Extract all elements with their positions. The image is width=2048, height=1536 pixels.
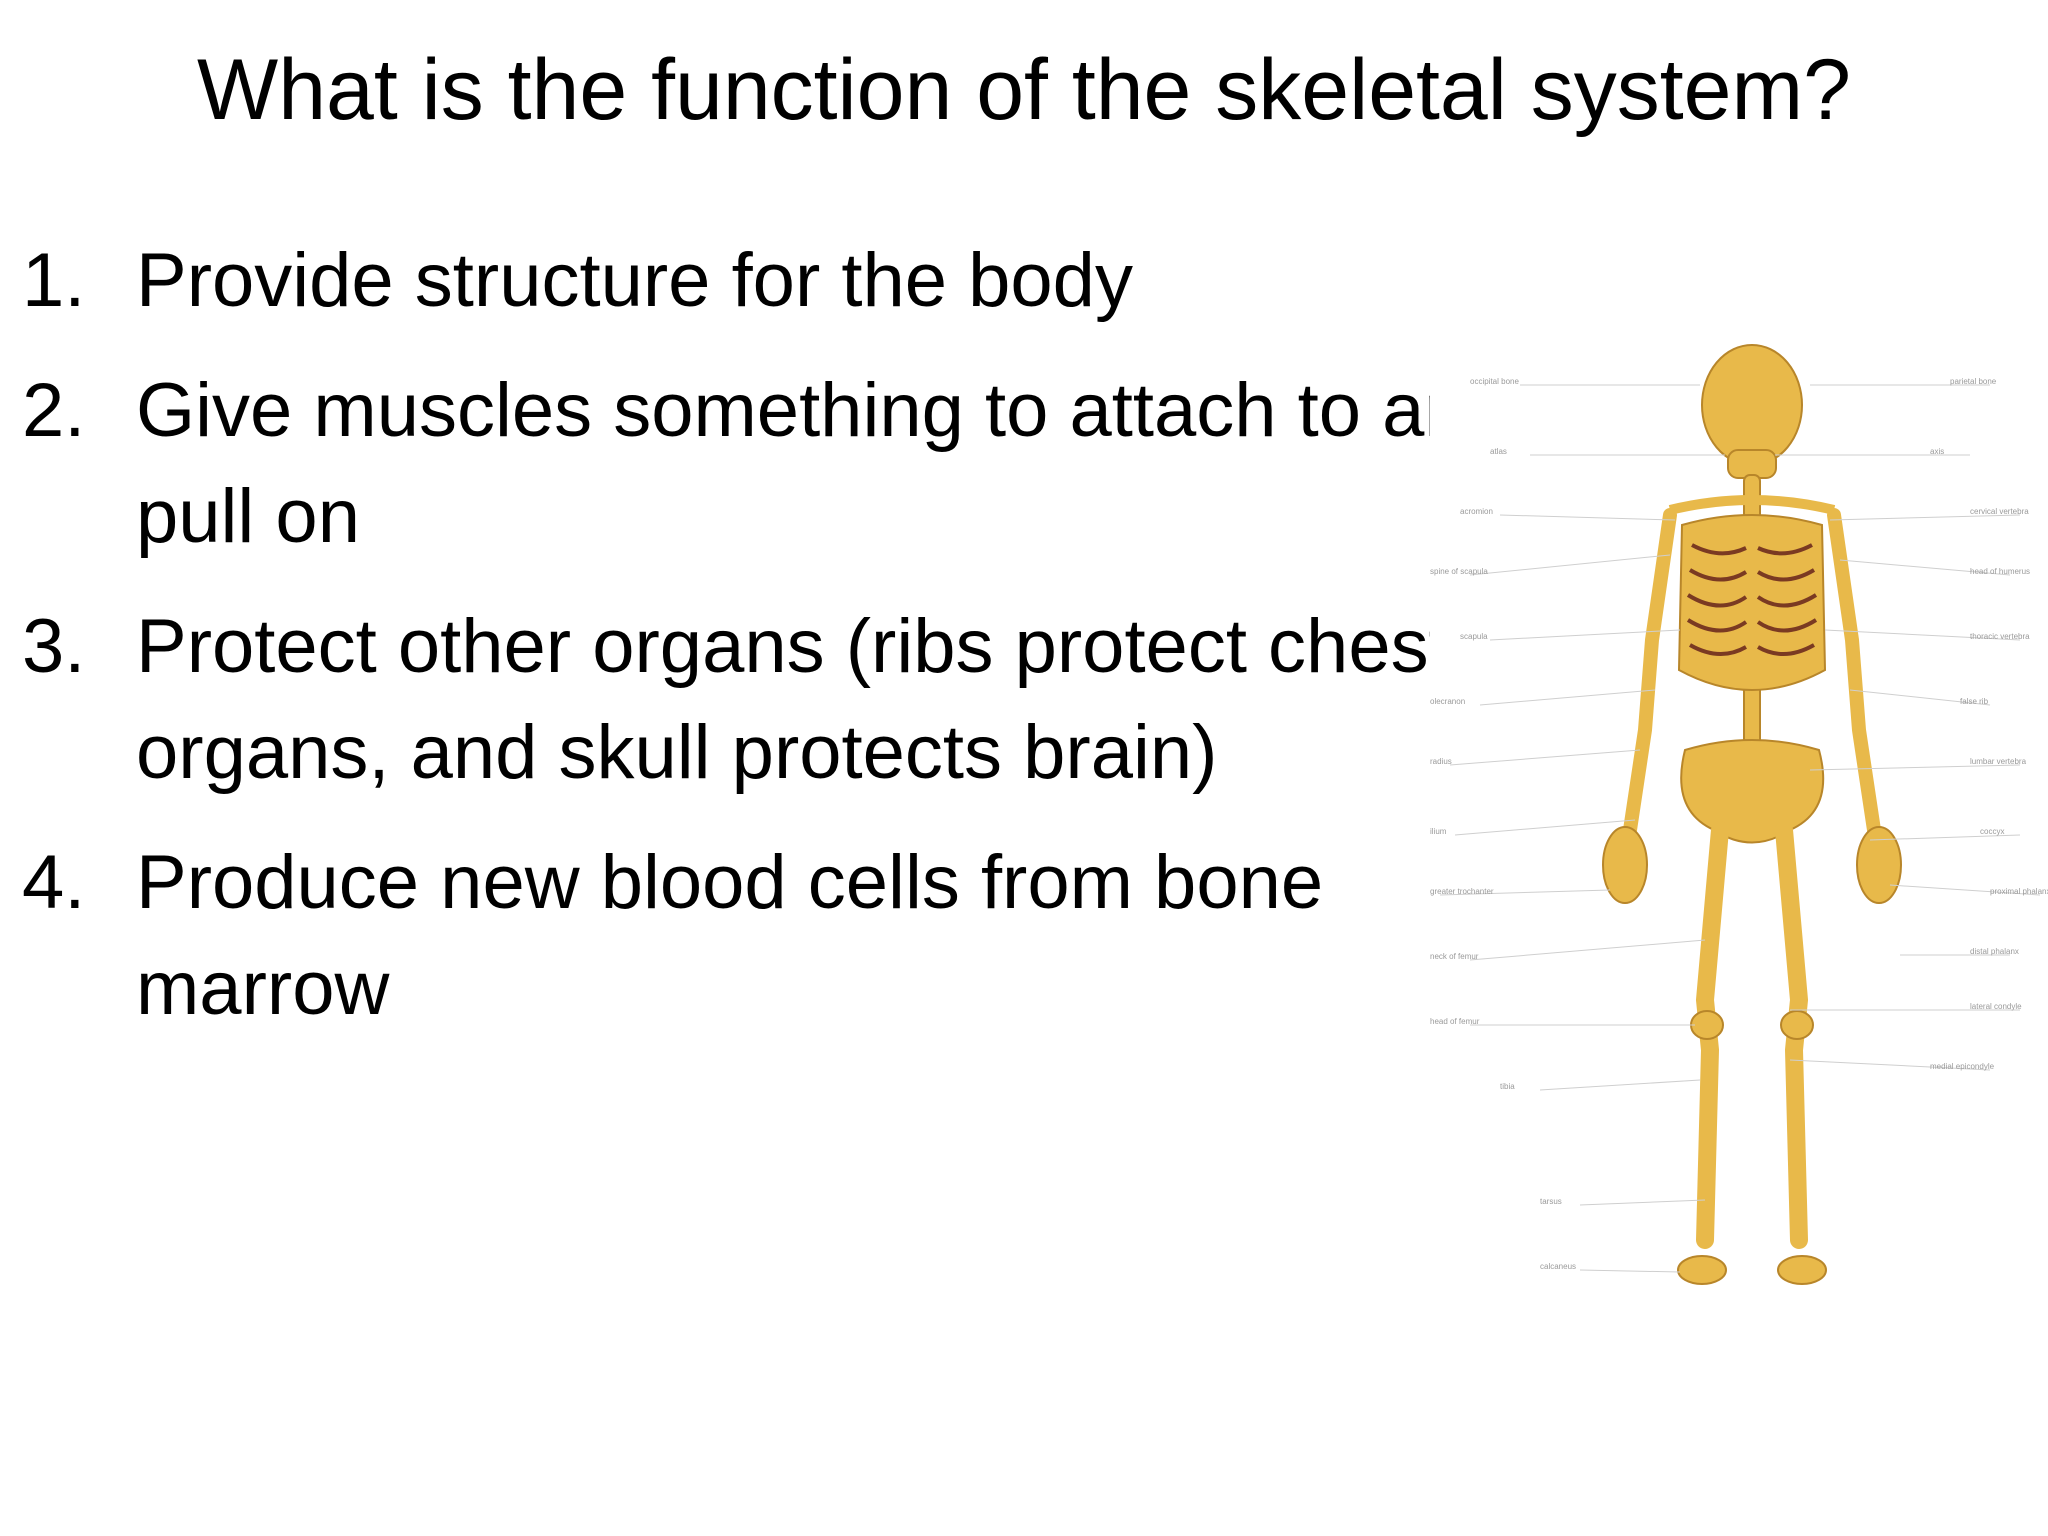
svg-text:lateral condyle: lateral condyle <box>1970 1002 2022 1011</box>
svg-text:head of femur: head of femur <box>1430 1017 1480 1026</box>
svg-text:radius: radius <box>1430 757 1452 766</box>
list-item-text: Protect other organs (ribs protect chest… <box>136 604 1450 795</box>
list-item-text: Provide structure for the body <box>136 238 1133 323</box>
svg-text:medial epicondyle: medial epicondyle <box>1930 1062 1995 1071</box>
list-item-number: 3. <box>22 604 86 689</box>
svg-text:occipital bone: occipital bone <box>1470 377 1519 386</box>
list-item: 1. Provide structure for the body <box>22 228 1542 334</box>
svg-text:cervical vertebra: cervical vertebra <box>1970 507 2029 516</box>
svg-text:proximal phalanx: proximal phalanx <box>1990 887 2048 896</box>
svg-text:acromion: acromion <box>1460 507 1493 516</box>
list-item-number: 2. <box>22 368 86 453</box>
svg-text:head of humerus: head of humerus <box>1970 567 2030 576</box>
list-item: 2. Give muscles something to attach to a… <box>22 358 1536 570</box>
slide-title: What is the function of the skeletal sys… <box>197 42 1851 138</box>
list-item-text: Give muscles something to attach to and … <box>136 368 1509 559</box>
svg-text:scapula: scapula <box>1460 632 1488 641</box>
svg-text:false rib: false rib <box>1960 697 1989 706</box>
svg-text:spine of scapula: spine of scapula <box>1430 567 1488 576</box>
svg-text:atlas: atlas <box>1490 447 1507 456</box>
list-item: 4. Produce new blood cells from bone mar… <box>22 830 1542 1042</box>
svg-text:calcaneus: calcaneus <box>1540 1262 1576 1271</box>
list-item-number: 4. <box>22 840 86 925</box>
svg-text:lumbar vertebra: lumbar vertebra <box>1970 757 2027 766</box>
svg-text:thoracic vertebra: thoracic vertebra <box>1970 632 2030 641</box>
svg-text:olecranon: olecranon <box>1430 697 1465 706</box>
svg-text:neck of femur: neck of femur <box>1430 952 1479 961</box>
svg-text:coccyx: coccyx <box>1980 827 2004 836</box>
svg-text:ilium: ilium <box>1430 827 1447 836</box>
list-item-text: Produce new blood cells from bone marrow <box>136 840 1324 1031</box>
bullet-list: 1. Provide structure for the body 2. Giv… <box>22 228 1542 1066</box>
svg-text:parietal bone: parietal bone <box>1950 377 1997 386</box>
svg-text:tarsus: tarsus <box>1540 1197 1562 1206</box>
svg-text:greater trochanter: greater trochanter <box>1430 887 1494 896</box>
svg-text:distal phalanx: distal phalanx <box>1970 947 2019 956</box>
skeleton-illustration: occipital bone parietal bone atlas axis ac… <box>1430 310 2048 1340</box>
list-item: 3. Protect other organs (ribs protect ch… <box>22 594 1542 806</box>
svg-text:axis: axis <box>1930 447 1944 456</box>
list-item-number: 1. <box>22 238 86 323</box>
skeleton-icon: occipital bone parietal bone atlas axis ac… <box>1430 344 2048 1285</box>
svg-text:tibia: tibia <box>1500 1082 1515 1091</box>
